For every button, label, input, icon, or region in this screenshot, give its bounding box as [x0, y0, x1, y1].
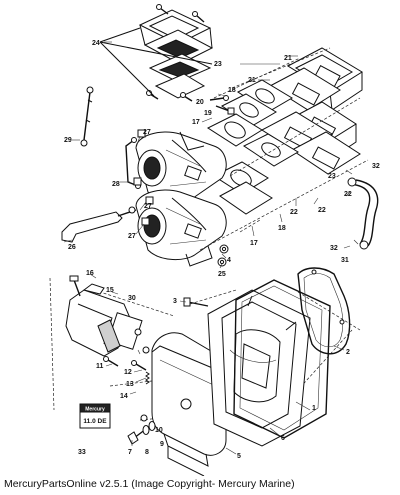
callout-18a: 18 [228, 87, 236, 94]
decal-rating-text: 11.0 DE [83, 418, 107, 425]
callout-6: 6 [281, 435, 285, 442]
callout-8: 8 [145, 449, 149, 456]
callout-19: 19 [204, 110, 212, 117]
screw-20 [209, 95, 229, 101]
callout-16: 16 [86, 270, 94, 277]
exploded-parts-diagram: Mercury 11.0 DE [49, 4, 380, 476]
callout-17b: 17 [250, 240, 258, 247]
callout-9: 9 [160, 441, 164, 448]
callout-10: 10 [155, 427, 163, 434]
reed-block-frame [138, 9, 214, 99]
callout-7: 7 [128, 449, 132, 456]
callout-25: 25 [218, 271, 226, 278]
choke-solenoid-assembly [65, 283, 150, 357]
callout-32a: 32 [372, 163, 380, 170]
silencer-gasket [233, 279, 331, 439]
washer-25 [217, 257, 227, 267]
callout-31: 31 [341, 257, 349, 264]
callout-14: 14 [120, 393, 128, 400]
air-silencer-cover [151, 332, 227, 476]
callout-numbers: 1 2 3 4 5 6 7 8 9 10 11 12 13 14 15 16 1… [64, 40, 380, 460]
callout-2: 2 [346, 349, 350, 356]
reed-block-assembly [99, 4, 214, 102]
gaskets-center [206, 79, 299, 215]
screws-11-12 [103, 356, 147, 371]
screw-16 [69, 275, 81, 297]
cover-screw-3 [183, 297, 209, 307]
callout-11: 11 [96, 363, 104, 370]
carburetor-assembly [125, 131, 227, 267]
callout-18b: 18 [278, 225, 286, 232]
callout-12: 12 [124, 369, 132, 376]
callout-32b: 32 [330, 245, 338, 252]
callout-22c: 22 [290, 209, 298, 216]
callout-21b: 21 [248, 77, 256, 84]
callout-17a: 17 [192, 119, 200, 126]
screw-19 [215, 105, 235, 115]
fuel-hose [347, 177, 379, 250]
callout-15: 15 [106, 287, 114, 294]
callout-1: 1 [312, 405, 316, 412]
washers-8-9-10 [140, 414, 156, 435]
fitting-27 [137, 129, 154, 226]
callout-30: 30 [128, 295, 136, 302]
image-caption: MercuryPartsOnline v2.5.1 (Image Copyrig… [4, 478, 295, 490]
carburetor-lower [135, 189, 227, 267]
nut-4 [219, 244, 229, 254]
callout-28: 28 [112, 181, 120, 188]
callout-13: 13 [126, 381, 134, 388]
spring-13 [145, 371, 150, 385]
reed-bracket-lines [99, 27, 213, 97]
leader-lines [63, 41, 359, 455]
decal-brand-text: Mercury [85, 407, 105, 413]
callout-27a: 27 [143, 129, 151, 136]
callout-4: 4 [227, 257, 231, 264]
manifold-plate-upper [286, 47, 363, 111]
link-rod [80, 86, 94, 147]
rating-decal: Mercury 11.0 DE [79, 403, 111, 429]
callout-22b: 22 [318, 207, 326, 214]
callout-27c: 27 [128, 233, 136, 240]
silencer-base-plate [207, 289, 311, 447]
callout-22a: 22 [344, 191, 352, 198]
callout-23b: 23 [328, 173, 336, 180]
small-hardware [133, 95, 235, 267]
callout-5: 5 [237, 453, 241, 460]
callout-29: 29 [64, 137, 72, 144]
callout-21a: 21 [284, 55, 292, 62]
manifold-plate-lower [261, 111, 361, 175]
callout-3: 3 [173, 298, 177, 305]
callout-23a: 23 [214, 61, 222, 68]
callout-33: 33 [78, 449, 86, 456]
callout-24: 24 [92, 40, 100, 47]
callout-27b: 27 [144, 203, 152, 210]
fitting-28 [133, 177, 142, 186]
callout-20: 20 [196, 99, 204, 106]
front-plate-gasket [297, 267, 351, 355]
choke-bracket [61, 206, 137, 243]
carburetor-upper [135, 131, 227, 202]
callout-26: 26 [68, 244, 76, 251]
intake-manifold-stack [206, 47, 363, 215]
